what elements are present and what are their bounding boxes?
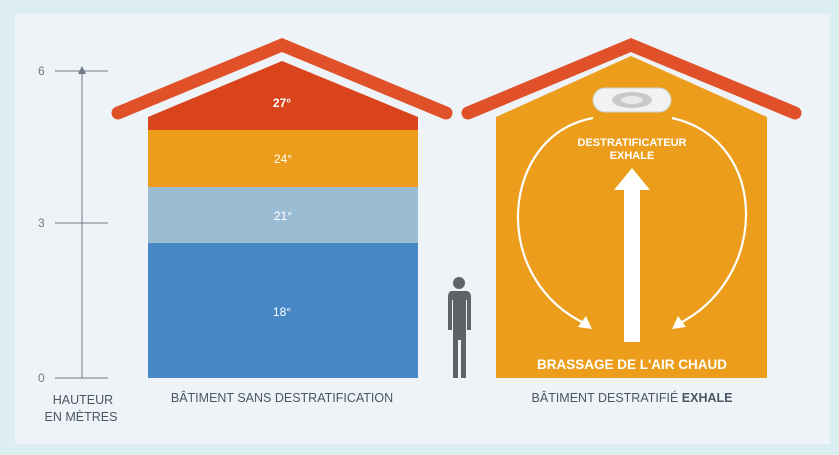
left-layer-label-27: 27°: [273, 96, 291, 110]
right-roof: [461, 37, 802, 120]
scale-tick-label-3: 3: [38, 216, 45, 230]
person-silhouette-icon: [448, 277, 471, 378]
scale-title-line1: HAUTEUR: [53, 393, 113, 407]
left-layer-24: [148, 130, 418, 187]
left-layer-18: [148, 243, 418, 378]
device-label-line1: DESTRATIFICATEUR: [578, 137, 687, 149]
building-destratified: DESTRATIFICATEUR EXHALE BRASSAGE DE L'AI…: [461, 37, 802, 405]
right-caption-prefix: BÂTIMENT DESTRATIFIÉ: [532, 390, 682, 405]
circulation-arrows: [516, 116, 747, 327]
device-label-line2: EXHALE: [610, 150, 655, 162]
scale-arrow-icon: [78, 66, 86, 74]
left-circulation-arc: [516, 116, 594, 327]
left-roof: [111, 37, 453, 120]
height-scale: 6 3 0 HAUTEUR EN MÈTRES: [38, 64, 117, 424]
upward-arrow-shaft: [624, 190, 640, 342]
exhale-fan-icon: [592, 87, 672, 113]
right-building-caption: BÂTIMENT DESTRATIFIÉ EXHALE: [532, 390, 733, 405]
left-layer-label-18: 18°: [273, 305, 291, 319]
scale-title-line2: EN MÈTRES: [45, 409, 118, 424]
left-layer-21: [148, 187, 418, 243]
scale-tick-label-0: 0: [38, 371, 45, 385]
building-without-destratification: 27° 24° 21° 18° BÂTIMENT SANS DESTRATIFI…: [111, 37, 453, 405]
left-layer-label-24: 24°: [274, 152, 292, 166]
scale-tick-label-6: 6: [38, 64, 45, 78]
left-layer-label-21: 21°: [274, 209, 292, 223]
left-building-caption: BÂTIMENT SANS DESTRATIFICATION: [171, 390, 393, 405]
air-mixing-label: BRASSAGE DE L'AIR CHAUD: [537, 357, 727, 372]
upward-arrow-head-icon: [614, 168, 650, 190]
left-arc-arrowhead-icon: [578, 316, 592, 329]
right-arc-arrowhead-icon: [672, 316, 686, 329]
right-caption-brand: EXHALE: [682, 391, 733, 405]
right-circulation-arc: [671, 116, 747, 326]
left-layer-27: [148, 61, 418, 130]
